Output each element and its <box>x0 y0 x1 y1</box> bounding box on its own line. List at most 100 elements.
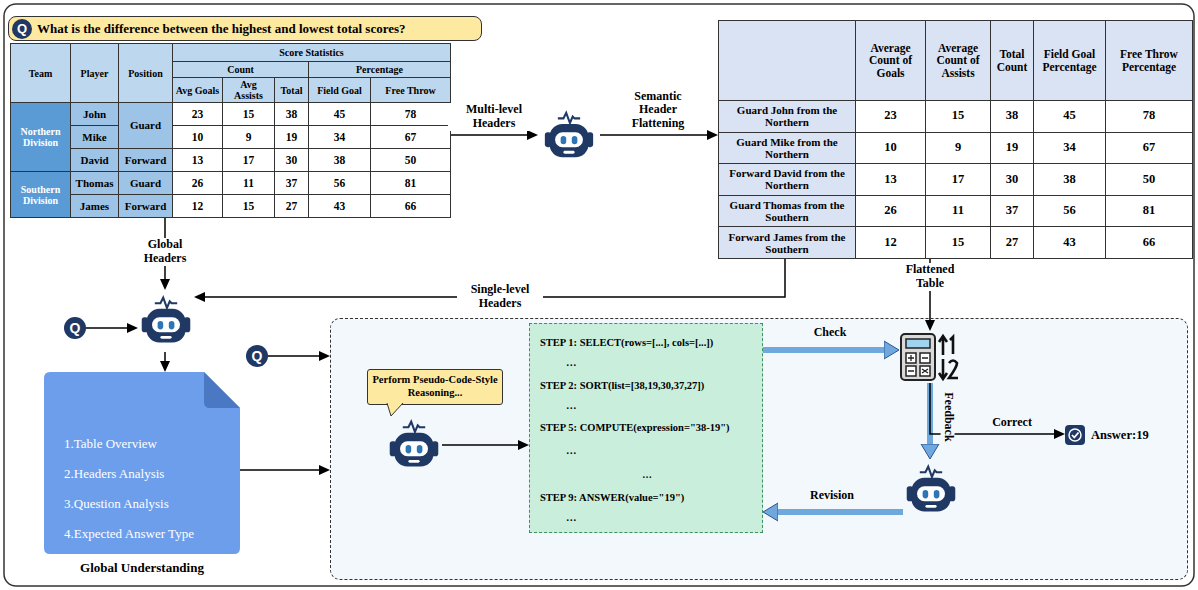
cell-text: Average Count of Assists <box>936 42 979 79</box>
answer-node: Answer:19 <box>1065 423 1185 447</box>
table-cell: Field Goal <box>309 78 371 103</box>
cell-text: 17 <box>243 154 255 166</box>
edge-label: Correct <box>982 416 1042 430</box>
cell-text: David <box>80 154 108 166</box>
cell-text: Guard Mike from the Northern <box>736 136 838 160</box>
table-cell: 66 <box>371 195 451 218</box>
step-text: … <box>530 469 764 480</box>
robot-node <box>538 110 600 162</box>
cell-text: 38 <box>334 154 346 166</box>
table-cell <box>719 21 856 101</box>
region-fill <box>330 318 1188 580</box>
cell-text: 15 <box>243 108 255 120</box>
robot-icon <box>386 416 442 474</box>
table-cell: Count <box>173 62 309 78</box>
cell-text: 81 <box>1143 203 1156 217</box>
arrow-connector <box>600 134 707 136</box>
table-cell: Forward <box>119 195 173 218</box>
step-text: … <box>566 400 577 411</box>
table-cell: 56 <box>309 172 371 195</box>
table-cell: 27 <box>275 195 309 218</box>
table-cell: 23 <box>173 103 223 126</box>
edge-label: Check <box>802 326 858 340</box>
table-cell: Mike <box>71 126 119 149</box>
cell-text: 38 <box>286 108 298 120</box>
region-node: Perform Pseudo-Code-Style Reasoning... ST… <box>330 318 1188 580</box>
check-icon <box>1065 425 1085 445</box>
table-cell: 34 <box>1034 132 1106 164</box>
table-cell: Average Count of Goals <box>856 21 926 101</box>
cell-text: 56 <box>334 177 346 189</box>
table-cell: 30 <box>275 149 309 172</box>
cell-text: 38 <box>1063 172 1076 186</box>
table-cell: 45 <box>309 103 371 126</box>
cell-text: 10 <box>192 131 204 143</box>
table-cell: Free Throw <box>371 78 451 103</box>
cell-text: Forward David from the Northern <box>729 167 845 191</box>
cell-text: Total <box>281 85 303 96</box>
cell-text: Mike <box>82 131 106 143</box>
table-cell: 78 <box>371 103 451 126</box>
cell-text: 34 <box>1063 140 1076 154</box>
cell-text: 15 <box>243 200 255 212</box>
cell-text: Position <box>128 68 162 79</box>
cell-text: 37 <box>286 177 298 189</box>
list-item: 3.Question Analysis <box>64 496 232 512</box>
table-cell: 78 <box>1106 101 1193 133</box>
table-cell: Average Count of Assists <box>926 21 991 101</box>
cell-text: 23 <box>192 108 204 120</box>
cell-text: Average Count of Goals <box>869 42 912 79</box>
cell-text: 17 <box>952 172 965 186</box>
arrow-connector <box>164 352 166 361</box>
arrow-connector <box>442 444 518 446</box>
table-cell: 12 <box>856 227 926 259</box>
cell-text: Northern Division <box>21 126 61 148</box>
cell-text: 19 <box>286 131 298 143</box>
cell-text: Thomas <box>76 177 114 189</box>
block-arrow <box>763 347 884 353</box>
data-table: Average Count of Goals Average Count of A… <box>718 20 1193 259</box>
table-cell: 81 <box>1106 195 1193 227</box>
cell-text: 13 <box>884 172 897 186</box>
table-cell: 13 <box>173 149 223 172</box>
edge-label: Feedback <box>941 390 955 443</box>
table-cell: 38 <box>1034 164 1106 196</box>
table-cell: Field Goal Percentage <box>1034 21 1106 101</box>
cell-text: 56 <box>1063 203 1076 217</box>
table-cell: Southern Division <box>11 172 71 218</box>
cell-text: Guard Thomas from the Southern <box>730 199 845 223</box>
table-cell: Score Statistics <box>173 44 451 62</box>
step-text: STEP 9: ANSWER(value="19") <box>540 492 684 503</box>
cell-text: 50 <box>405 154 417 166</box>
cell-text: Forward James from the Southern <box>729 231 846 255</box>
cell-text: 11 <box>243 177 254 189</box>
robot-icon <box>903 459 959 521</box>
cell-text: 19 <box>1006 140 1019 154</box>
edge-label: Flattened Table <box>895 263 965 291</box>
step-text: STEP 2: SORT(list=[38,19,30,37,27]) <box>540 380 704 391</box>
table-cell: 50 <box>371 149 451 172</box>
table-cell: 19 <box>275 126 309 149</box>
table-cell: 38 <box>275 103 309 126</box>
bubble-text: Perform Pseudo-Code-Style Reasoning... <box>372 374 498 399</box>
cell-text: 27 <box>1006 235 1019 249</box>
cell-text: Guard <box>130 177 161 189</box>
cell-text: 45 <box>1063 108 1076 122</box>
q-badge: Q <box>70 320 81 336</box>
step-text: STEP 1: SELECT(rows=[...], cols=[...]) <box>540 337 713 348</box>
cell-text: 23 <box>884 108 897 122</box>
cell-text: 67 <box>1143 140 1156 154</box>
cell-text: Forward <box>125 200 167 212</box>
table-cell: 50 <box>1106 164 1193 196</box>
table-cell: David <box>71 149 119 172</box>
table-cell: 12 <box>173 195 223 218</box>
table-cell: 56 <box>1034 195 1106 227</box>
table-cell: Total <box>275 78 309 103</box>
table-cell: 13 <box>856 164 926 196</box>
cell-text: Field Goal Percentage <box>1042 48 1096 73</box>
cell-text: 10 <box>884 140 897 154</box>
table-cell: 15 <box>223 195 275 218</box>
outer-frame <box>4 4 1194 586</box>
table-cell: 11 <box>223 172 275 195</box>
arrow-connector <box>450 134 527 136</box>
